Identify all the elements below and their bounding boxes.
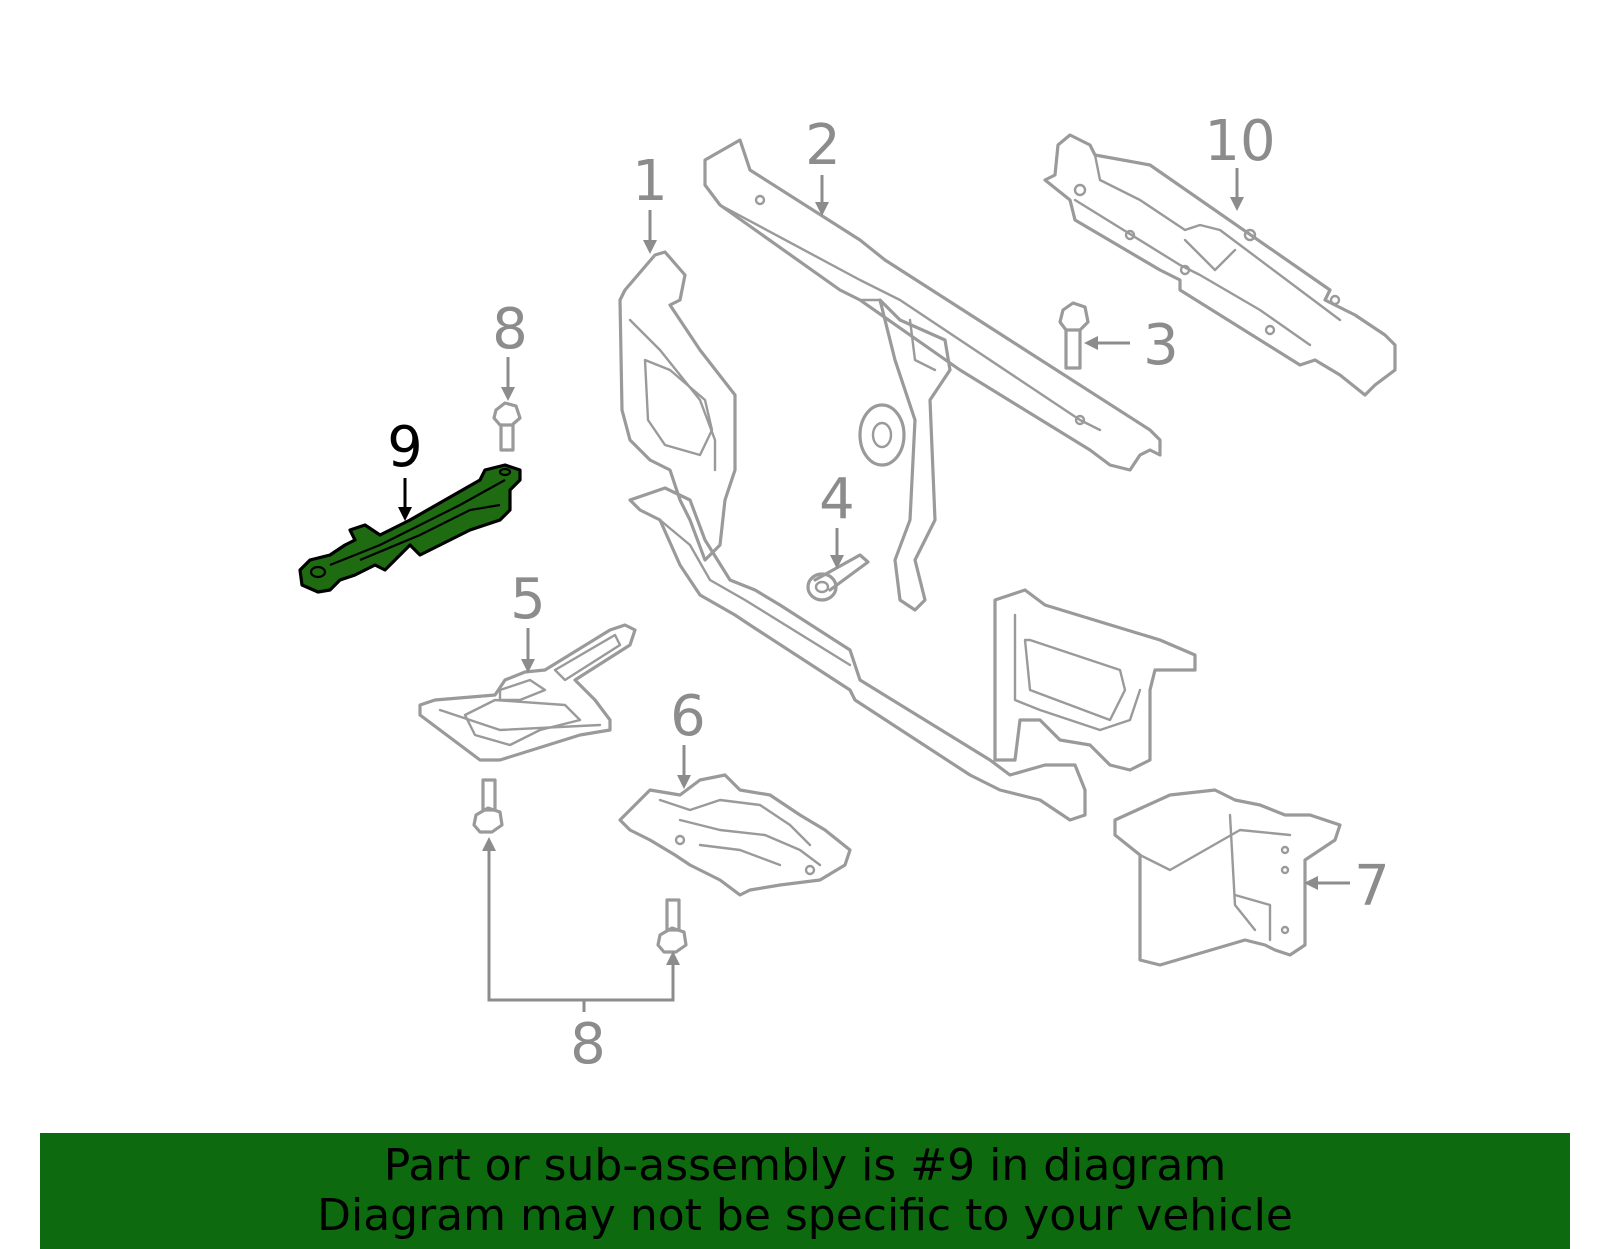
part-10-upper-cover: [1043, 133, 1397, 397]
callout-4: 4: [819, 467, 855, 532]
part-1-radiator-support: [618, 250, 1197, 822]
part-3-bolt: [1058, 301, 1090, 370]
part-8-bolt-upper: [492, 401, 522, 452]
callout-3: 3: [1143, 313, 1179, 378]
banner-line-1: Part or sub-assembly is #9 in diagram: [383, 1140, 1227, 1191]
callout-1: 1: [632, 149, 668, 214]
part-8-bolt-lower-left: [472, 778, 504, 834]
callout-5: 5: [510, 567, 546, 632]
part-5-bracket: [418, 623, 637, 762]
leader-lines: [398, 168, 1350, 1012]
part-2-upper-tie-bar: [703, 138, 1162, 612]
part-9-bracket-highlighted: [298, 463, 522, 594]
banner-line-2: Diagram may not be specific to your vehi…: [317, 1190, 1293, 1241]
part-7-bracket: [1113, 788, 1342, 967]
part-8-bolt-lower-right: [656, 898, 688, 954]
info-banner: Part or sub-assembly is #9 in diagram Di…: [40, 1133, 1570, 1249]
callout-9: 9: [387, 415, 423, 480]
callout-2: 2: [805, 113, 841, 178]
callout-8-lower: 8: [570, 1012, 606, 1077]
part-6-bracket: [618, 773, 852, 897]
callout-7: 7: [1354, 854, 1390, 919]
callout-10: 10: [1204, 109, 1275, 174]
callout-6: 6: [670, 684, 706, 749]
callout-8-upper: 8: [492, 297, 528, 362]
